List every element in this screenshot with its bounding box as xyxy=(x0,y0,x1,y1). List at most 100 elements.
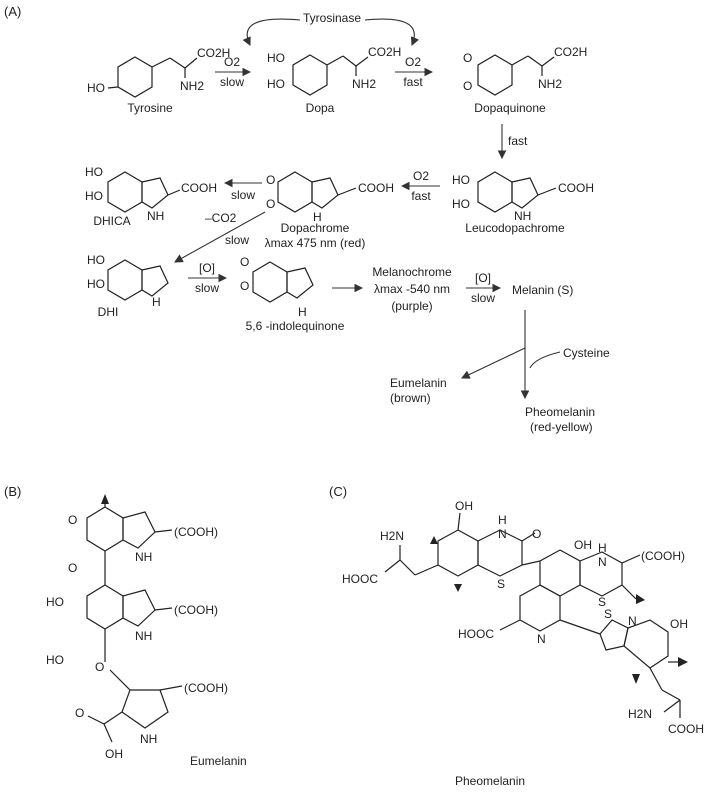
svg-text:O: O xyxy=(68,513,77,527)
svg-text:HO: HO xyxy=(85,165,103,179)
svg-text:H: H xyxy=(298,305,307,319)
tyrosine-structure: CO2H NH2 HO xyxy=(87,46,230,98)
arrow-dopaquinone-leucodopachrome: fast xyxy=(497,124,528,160)
svg-text:slow: slow xyxy=(471,291,495,305)
svg-text:–CO2: –CO2 xyxy=(205,211,237,225)
svg-text:OH: OH xyxy=(574,538,592,552)
indolequinone-structure: H O O xyxy=(240,255,314,319)
svg-text:NH2: NH2 xyxy=(538,77,562,91)
arrow-tyrosine-dopa: O2 slow xyxy=(215,55,252,89)
dopachrome-structure: COOH H O O xyxy=(266,171,394,224)
arrow-dhi-indolequinone: [O] slow xyxy=(188,261,228,295)
svg-text:COOH: COOH xyxy=(558,181,594,195)
svg-text:N: N xyxy=(537,632,546,646)
svg-text:O: O xyxy=(75,706,84,720)
eumelanin-label: Eumelanin xyxy=(390,376,447,390)
dhi-structure: H HO HO xyxy=(87,253,169,309)
leucodopachrome-label: Leucodopachrome xyxy=(465,221,565,235)
svg-text:H2N: H2N xyxy=(628,707,652,721)
svg-text:OH: OH xyxy=(670,617,688,631)
dopaquinone-structure: CO2H NH2 O O xyxy=(463,45,587,96)
svg-text:H: H xyxy=(313,210,322,224)
svg-text:O: O xyxy=(532,527,541,541)
leucodopachrome-structure: COOH NH HO HO xyxy=(452,171,594,223)
svg-text:slow: slow xyxy=(195,281,219,295)
svg-text:CO2H: CO2H xyxy=(554,45,587,59)
dopa-label: Dopa xyxy=(306,101,335,115)
dopachrome-lambda: λmax 475 nm (red) xyxy=(265,236,366,250)
tyrosinase-arrow: Tyrosinase xyxy=(242,11,420,47)
svg-text:HO: HO xyxy=(85,189,103,203)
svg-text:CO2H: CO2H xyxy=(368,45,401,59)
svg-text:O2: O2 xyxy=(224,55,240,69)
svg-text:HO: HO xyxy=(46,595,64,609)
svg-text:NH: NH xyxy=(140,732,157,746)
svg-text:(COOH): (COOH) xyxy=(184,681,228,695)
svg-text:H: H xyxy=(598,541,607,555)
svg-text:O: O xyxy=(463,79,472,93)
eumelanin-color: (brown) xyxy=(390,391,431,405)
svg-text:COOH: COOH xyxy=(181,181,217,195)
branch-arrows xyxy=(461,310,561,400)
svg-text:HO: HO xyxy=(46,653,64,667)
svg-text:O: O xyxy=(240,279,249,293)
svg-text:HOOC: HOOC xyxy=(458,627,494,641)
melanochrome-color: (purple) xyxy=(391,299,432,313)
svg-text:O: O xyxy=(95,660,104,674)
arrow-leuco-dopachrome: O2 fast xyxy=(400,169,440,203)
melanochrome-lambda: λmax -540 nm xyxy=(374,282,450,296)
svg-text:O: O xyxy=(266,197,275,211)
panel-c-label: (C) xyxy=(329,484,347,499)
melanochrome-label: Melanochrome xyxy=(372,265,452,279)
svg-text:O: O xyxy=(68,561,77,575)
svg-text:S: S xyxy=(497,577,505,591)
tyrosine-nh2: NH2 xyxy=(180,79,204,93)
svg-text:fast: fast xyxy=(411,189,431,203)
svg-text:NH: NH xyxy=(135,550,152,564)
svg-text:S: S xyxy=(598,595,606,609)
svg-text:NH: NH xyxy=(514,209,531,223)
svg-text:COOH: COOH xyxy=(668,722,704,736)
svg-text:OH: OH xyxy=(105,747,123,761)
svg-text:COOH: COOH xyxy=(358,181,394,195)
svg-text:slow: slow xyxy=(220,75,244,89)
tyrosine-ho: HO xyxy=(87,81,105,95)
dhica-label: DHICA xyxy=(93,214,130,228)
svg-text:NH: NH xyxy=(135,629,152,643)
svg-text:H: H xyxy=(498,513,507,527)
dopaquinone-label: Dopaquinone xyxy=(474,101,546,115)
svg-text:HO: HO xyxy=(267,51,285,65)
svg-text:O2: O2 xyxy=(405,55,421,69)
svg-text:(COOH): (COOH) xyxy=(174,603,218,617)
svg-text:NH2: NH2 xyxy=(352,77,376,91)
svg-text:HOOC: HOOC xyxy=(342,572,378,586)
svg-text:HO: HO xyxy=(452,173,470,187)
melanin-s-label: Melanin (S) xyxy=(512,283,573,297)
svg-text:S: S xyxy=(604,607,612,621)
svg-text:HO: HO xyxy=(267,77,285,91)
tyrosine-label: Tyrosine xyxy=(127,101,173,115)
eumelanin-structure: (COOH) NH O O (COOH) NH HO HO O (COOH) N… xyxy=(46,494,228,761)
svg-text:fast: fast xyxy=(403,75,423,89)
arrow-dopachrome-dhica: slow xyxy=(223,178,262,202)
svg-text:[O]: [O] xyxy=(199,261,215,275)
svg-text:fast: fast xyxy=(508,134,528,148)
arrow-melanochrome-melanin: [O] slow xyxy=(466,271,502,305)
cysteine-label: Cysteine xyxy=(563,346,610,360)
panel-b-label: (B) xyxy=(4,484,21,499)
arrow-dopachrome-dhi: –CO2 slow xyxy=(174,211,266,263)
pheomelanin-label: Pheomelanin xyxy=(525,405,595,419)
svg-text:O: O xyxy=(463,51,472,65)
svg-text:O: O xyxy=(240,255,249,269)
svg-text:N: N xyxy=(628,614,637,628)
dhi-label: DHI xyxy=(98,305,119,319)
eumelanin-structure-label: Eumelanin xyxy=(190,754,247,768)
svg-text:slow: slow xyxy=(225,233,249,247)
svg-text:H2N: H2N xyxy=(380,529,404,543)
dhica-structure: COOH NH HO HO xyxy=(85,165,217,223)
svg-text:[O]: [O] xyxy=(475,271,491,285)
dopa-structure: CO2H NH2 HO HO xyxy=(267,45,401,96)
svg-text:(COOH): (COOH) xyxy=(641,549,685,563)
svg-text:O2: O2 xyxy=(413,169,429,183)
